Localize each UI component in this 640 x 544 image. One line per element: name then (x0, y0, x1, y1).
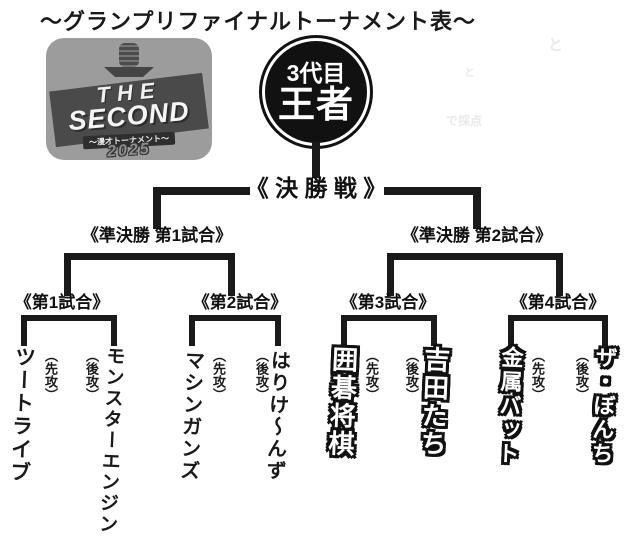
order-label: （先攻） (43, 349, 58, 401)
competitor-name: マシンガンズ (176, 349, 204, 483)
connector-m3-top (341, 315, 437, 321)
order-label: （後攻） (574, 349, 589, 401)
order-label: （後攻） (404, 349, 419, 401)
match-2-label: 《第2試合》 (192, 293, 288, 312)
microphone-icon (119, 43, 139, 67)
the-second-logo: THE SECOND ～漫才トーナメント～ 2025 (46, 38, 212, 160)
champion-badge: 3代目 王者 (259, 35, 373, 149)
connector-m1-top (21, 315, 117, 321)
connector-final-elbow-left (153, 187, 161, 229)
connector-m3-left (341, 315, 347, 346)
champion-badge-line2: 王者 (278, 83, 354, 125)
microphone-wings-icon (104, 67, 154, 77)
connector-m4-top (508, 315, 608, 321)
connector-sf2-right (556, 253, 563, 296)
connector-champion-stem (312, 142, 320, 178)
semifinal-1-label: 《準決勝 第1試合》 (81, 226, 233, 245)
ghost-text: で採点 (446, 114, 483, 128)
competitor-name: ツートライブ (7, 345, 37, 485)
connector-final-left (153, 187, 250, 195)
match-3-label: 《第3試合》 (340, 293, 436, 312)
competitor-name: ザ・ぼんち (587, 345, 619, 467)
connector-final-elbow-right (473, 187, 481, 229)
connector-m2-left (189, 315, 195, 346)
connector-sf1-right (228, 253, 235, 296)
match-1-label: 《第1試合》 (14, 293, 110, 312)
order-label: （後攻） (84, 349, 99, 401)
competitor-name: 囲碁将棋 (324, 345, 360, 459)
champion-badge-inner: 3代目 王者 (265, 41, 367, 143)
final-label: 《 決 勝 戦 》 (245, 175, 387, 201)
connector-m2-top (189, 315, 281, 321)
page-title: ～グランプリファイナルトーナメント表～ (40, 9, 476, 34)
order-label: （先攻） (364, 349, 379, 401)
connector-final-right (384, 187, 481, 195)
order-label: （後攻） (254, 349, 269, 401)
connector-m1-right (111, 315, 117, 346)
ghost-text: と (548, 37, 564, 54)
ghost-text: と (464, 67, 475, 79)
competitor-name: 吉田たち (416, 345, 452, 459)
competitor-name: はりけ～んず (262, 349, 290, 483)
semifinal-2-label: 《準決勝 第2試合》 (401, 226, 553, 245)
order-label: （先攻） (211, 349, 226, 401)
champion-badge-line1: 3代目 (286, 60, 346, 87)
connector-sf1-top (64, 253, 235, 260)
connector-m4-right (602, 315, 608, 346)
connector-sf2-top (387, 253, 563, 260)
connector-sf1-left (64, 253, 71, 296)
competitor-name: モンスターエンジン (95, 345, 125, 536)
connector-sf2-left (387, 253, 394, 296)
match-4-label: 《第4試合》 (510, 293, 606, 312)
connector-m4-left (508, 315, 514, 346)
connector-m3-right (431, 315, 437, 346)
connector-m2-right (275, 315, 281, 346)
order-label: （先攻） (530, 349, 545, 401)
competitor-name: 金属バット (493, 345, 525, 467)
connector-m1-left (21, 315, 27, 346)
